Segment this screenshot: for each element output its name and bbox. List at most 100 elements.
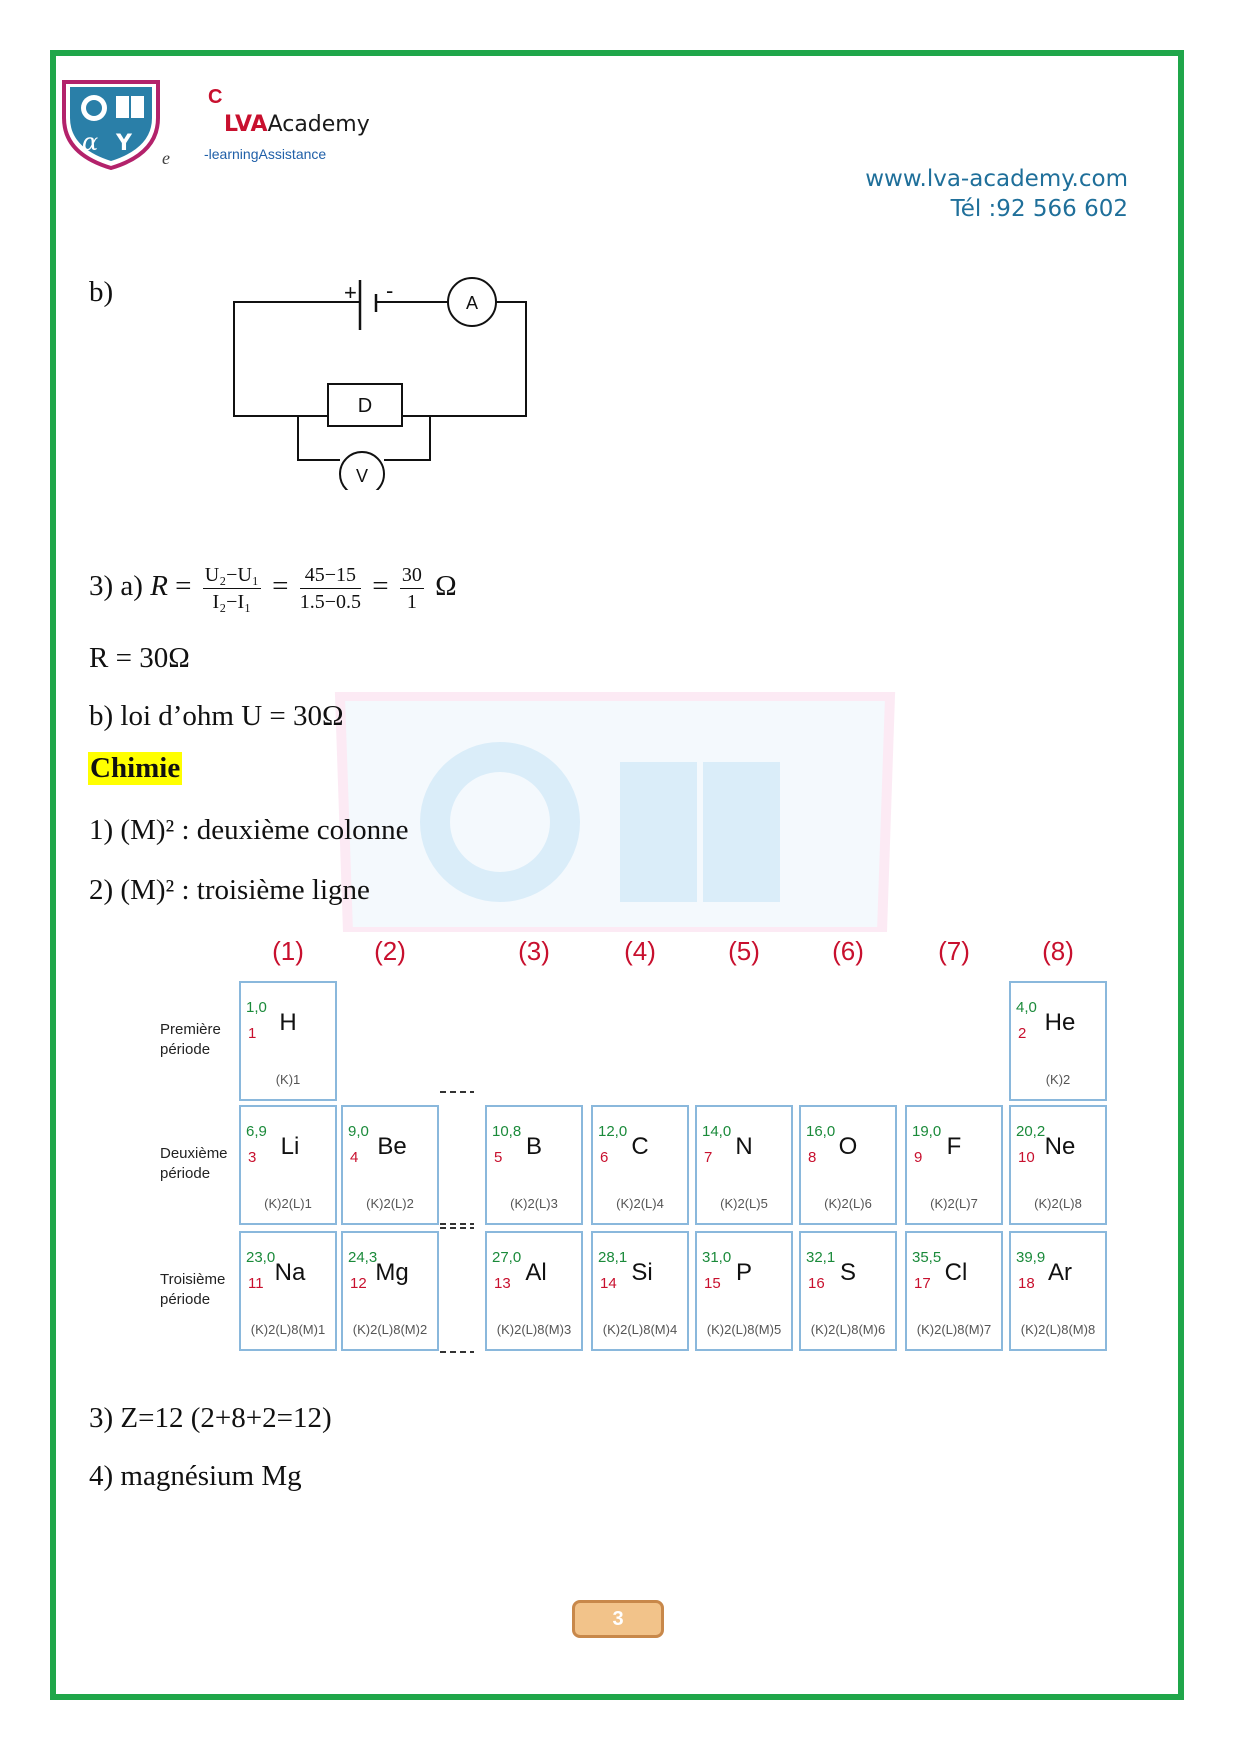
element-cell <box>341 1105 439 1225</box>
element-mass: 10,8 <box>492 1123 521 1140</box>
element-cell <box>485 1231 583 1351</box>
element-atomic-number: 5 <box>494 1149 502 1166</box>
element-cell <box>239 1231 337 1351</box>
element-mass: 27,0 <box>492 1249 521 1266</box>
brand-academy: Academy <box>267 112 370 137</box>
frac1-den: I₂−I₁ <box>212 591 252 613</box>
element-config: (K)2 <box>1046 1072 1071 1087</box>
academy-logo: α Y <box>62 80 160 170</box>
element-atomic-number: 9 <box>914 1149 922 1166</box>
item-3b: b) loi d’ohm U = 30Ω <box>89 700 344 732</box>
svg-text:Y: Y <box>115 131 133 156</box>
element-config: (K)2(L)8(M)7 <box>917 1322 991 1337</box>
element-atomic-number: 1 <box>248 1025 256 1042</box>
element-atomic-number: 6 <box>600 1149 608 1166</box>
element-mass: 24,3 <box>348 1249 377 1266</box>
group-header: (5) <box>728 936 760 966</box>
element-config: (K)2(L)8 <box>1034 1196 1082 1211</box>
element-config: (K)2(L)2 <box>366 1196 414 1211</box>
frac3-num: 30 <box>399 564 424 589</box>
ammeter-label: A <box>466 293 478 313</box>
element-cell <box>239 981 337 1101</box>
element-mass: 9,0 <box>348 1123 369 1140</box>
element-symbol: Mg <box>375 1259 408 1286</box>
brand-letter-c: C <box>208 86 223 108</box>
element-symbol: F <box>947 1133 962 1160</box>
element-atomic-number: 7 <box>704 1149 712 1166</box>
element-config: (K)2(L)8(M)6 <box>811 1322 885 1337</box>
frac2-den: 1.5−0.5 <box>299 591 362 613</box>
element-cell <box>905 1231 1003 1351</box>
contact-block: www.lva-academy.com Tél :92 566 602 <box>865 164 1128 224</box>
frac3-den: 1 <box>406 591 417 613</box>
element-mass: 6,9 <box>246 1123 267 1140</box>
element-cell <box>1009 981 1107 1101</box>
ohm-unit: Ω <box>427 570 457 603</box>
element-symbol: B <box>526 1133 542 1160</box>
element-mass: 31,0 <box>702 1249 731 1266</box>
element-symbol: Cl <box>945 1259 968 1286</box>
brand-letter-e: e <box>162 148 170 168</box>
component-label: D <box>358 395 372 417</box>
row-label-line2: période <box>160 1291 210 1308</box>
element-cell <box>695 1231 793 1351</box>
equals-2: = <box>264 570 296 603</box>
element-mass: 23,0 <box>246 1249 275 1266</box>
element-cell <box>485 1105 583 1225</box>
item-b-label: b) <box>89 276 114 308</box>
group-header: (8) <box>1042 936 1074 966</box>
element-mass: 35,5 <box>912 1249 941 1266</box>
phone-number: Tél :92 566 602 <box>950 196 1128 222</box>
element-config: (K)1 <box>276 1072 301 1087</box>
watermark-logo <box>334 692 896 932</box>
element-mass: 28,1 <box>598 1249 627 1266</box>
element-cell <box>591 1105 689 1225</box>
element-atomic-number: 18 <box>1018 1275 1035 1292</box>
website-link[interactable]: www.lva-academy.com <box>865 166 1128 192</box>
element-symbol: C <box>631 1133 648 1160</box>
element-symbol: Si <box>631 1259 652 1286</box>
brand-lva: LVA <box>224 112 268 137</box>
element-symbol: H <box>279 1009 296 1036</box>
chem-q4: 4) magnésium Mg <box>89 1460 302 1492</box>
element-symbol: N <box>735 1133 752 1160</box>
element-symbol: Li <box>281 1133 300 1160</box>
element-cell <box>1009 1105 1107 1225</box>
brand-subtitle: -learningAssistance <box>204 146 327 162</box>
element-atomic-number: 8 <box>808 1149 816 1166</box>
element-config: (K)2(L)7 <box>930 1196 978 1211</box>
element-config: (K)2(L)8(M)1 <box>251 1322 325 1337</box>
element-config: (K)2(L)3 <box>510 1196 558 1211</box>
element-atomic-number: 4 <box>350 1149 358 1166</box>
group-header: (3) <box>518 936 550 966</box>
group-header: (4) <box>624 936 656 966</box>
element-symbol: Na <box>275 1259 306 1286</box>
element-atomic-number: 11 <box>248 1275 264 1292</box>
element-symbol: P <box>736 1259 752 1286</box>
element-symbol: Be <box>377 1133 406 1160</box>
element-cell <box>591 1231 689 1351</box>
chem-q1: 1) (M)² : deuxième colonne <box>89 814 409 846</box>
element-config: (K)2(L)8(M)2 <box>353 1322 427 1337</box>
element-atomic-number: 16 <box>808 1275 825 1292</box>
element-mass: 39,9 <box>1016 1249 1045 1266</box>
frac1-num: U₂−U₁ <box>202 564 261 589</box>
element-mass: 20,2 <box>1016 1123 1045 1140</box>
chemistry-title: Chimie <box>88 752 183 785</box>
element-mass: 14,0 <box>702 1123 731 1140</box>
frac2-num: 45−15 <box>299 564 362 589</box>
element-cell <box>341 1231 439 1351</box>
element-symbol: Ne <box>1045 1133 1076 1160</box>
battery-plus: + <box>344 280 357 305</box>
svg-text:α: α <box>82 128 98 156</box>
element-config: (K)2(L)8(M)5 <box>707 1322 781 1337</box>
element-config: (K)2(L)4 <box>616 1196 664 1211</box>
element-atomic-number: 14 <box>600 1275 617 1292</box>
row-label-line1: Deuxième <box>160 1145 228 1162</box>
element-symbol: O <box>839 1133 858 1160</box>
resistance-result: R = 30Ω <box>89 642 190 674</box>
element-atomic-number: 3 <box>248 1149 256 1166</box>
element-mass: 19,0 <box>912 1123 941 1140</box>
